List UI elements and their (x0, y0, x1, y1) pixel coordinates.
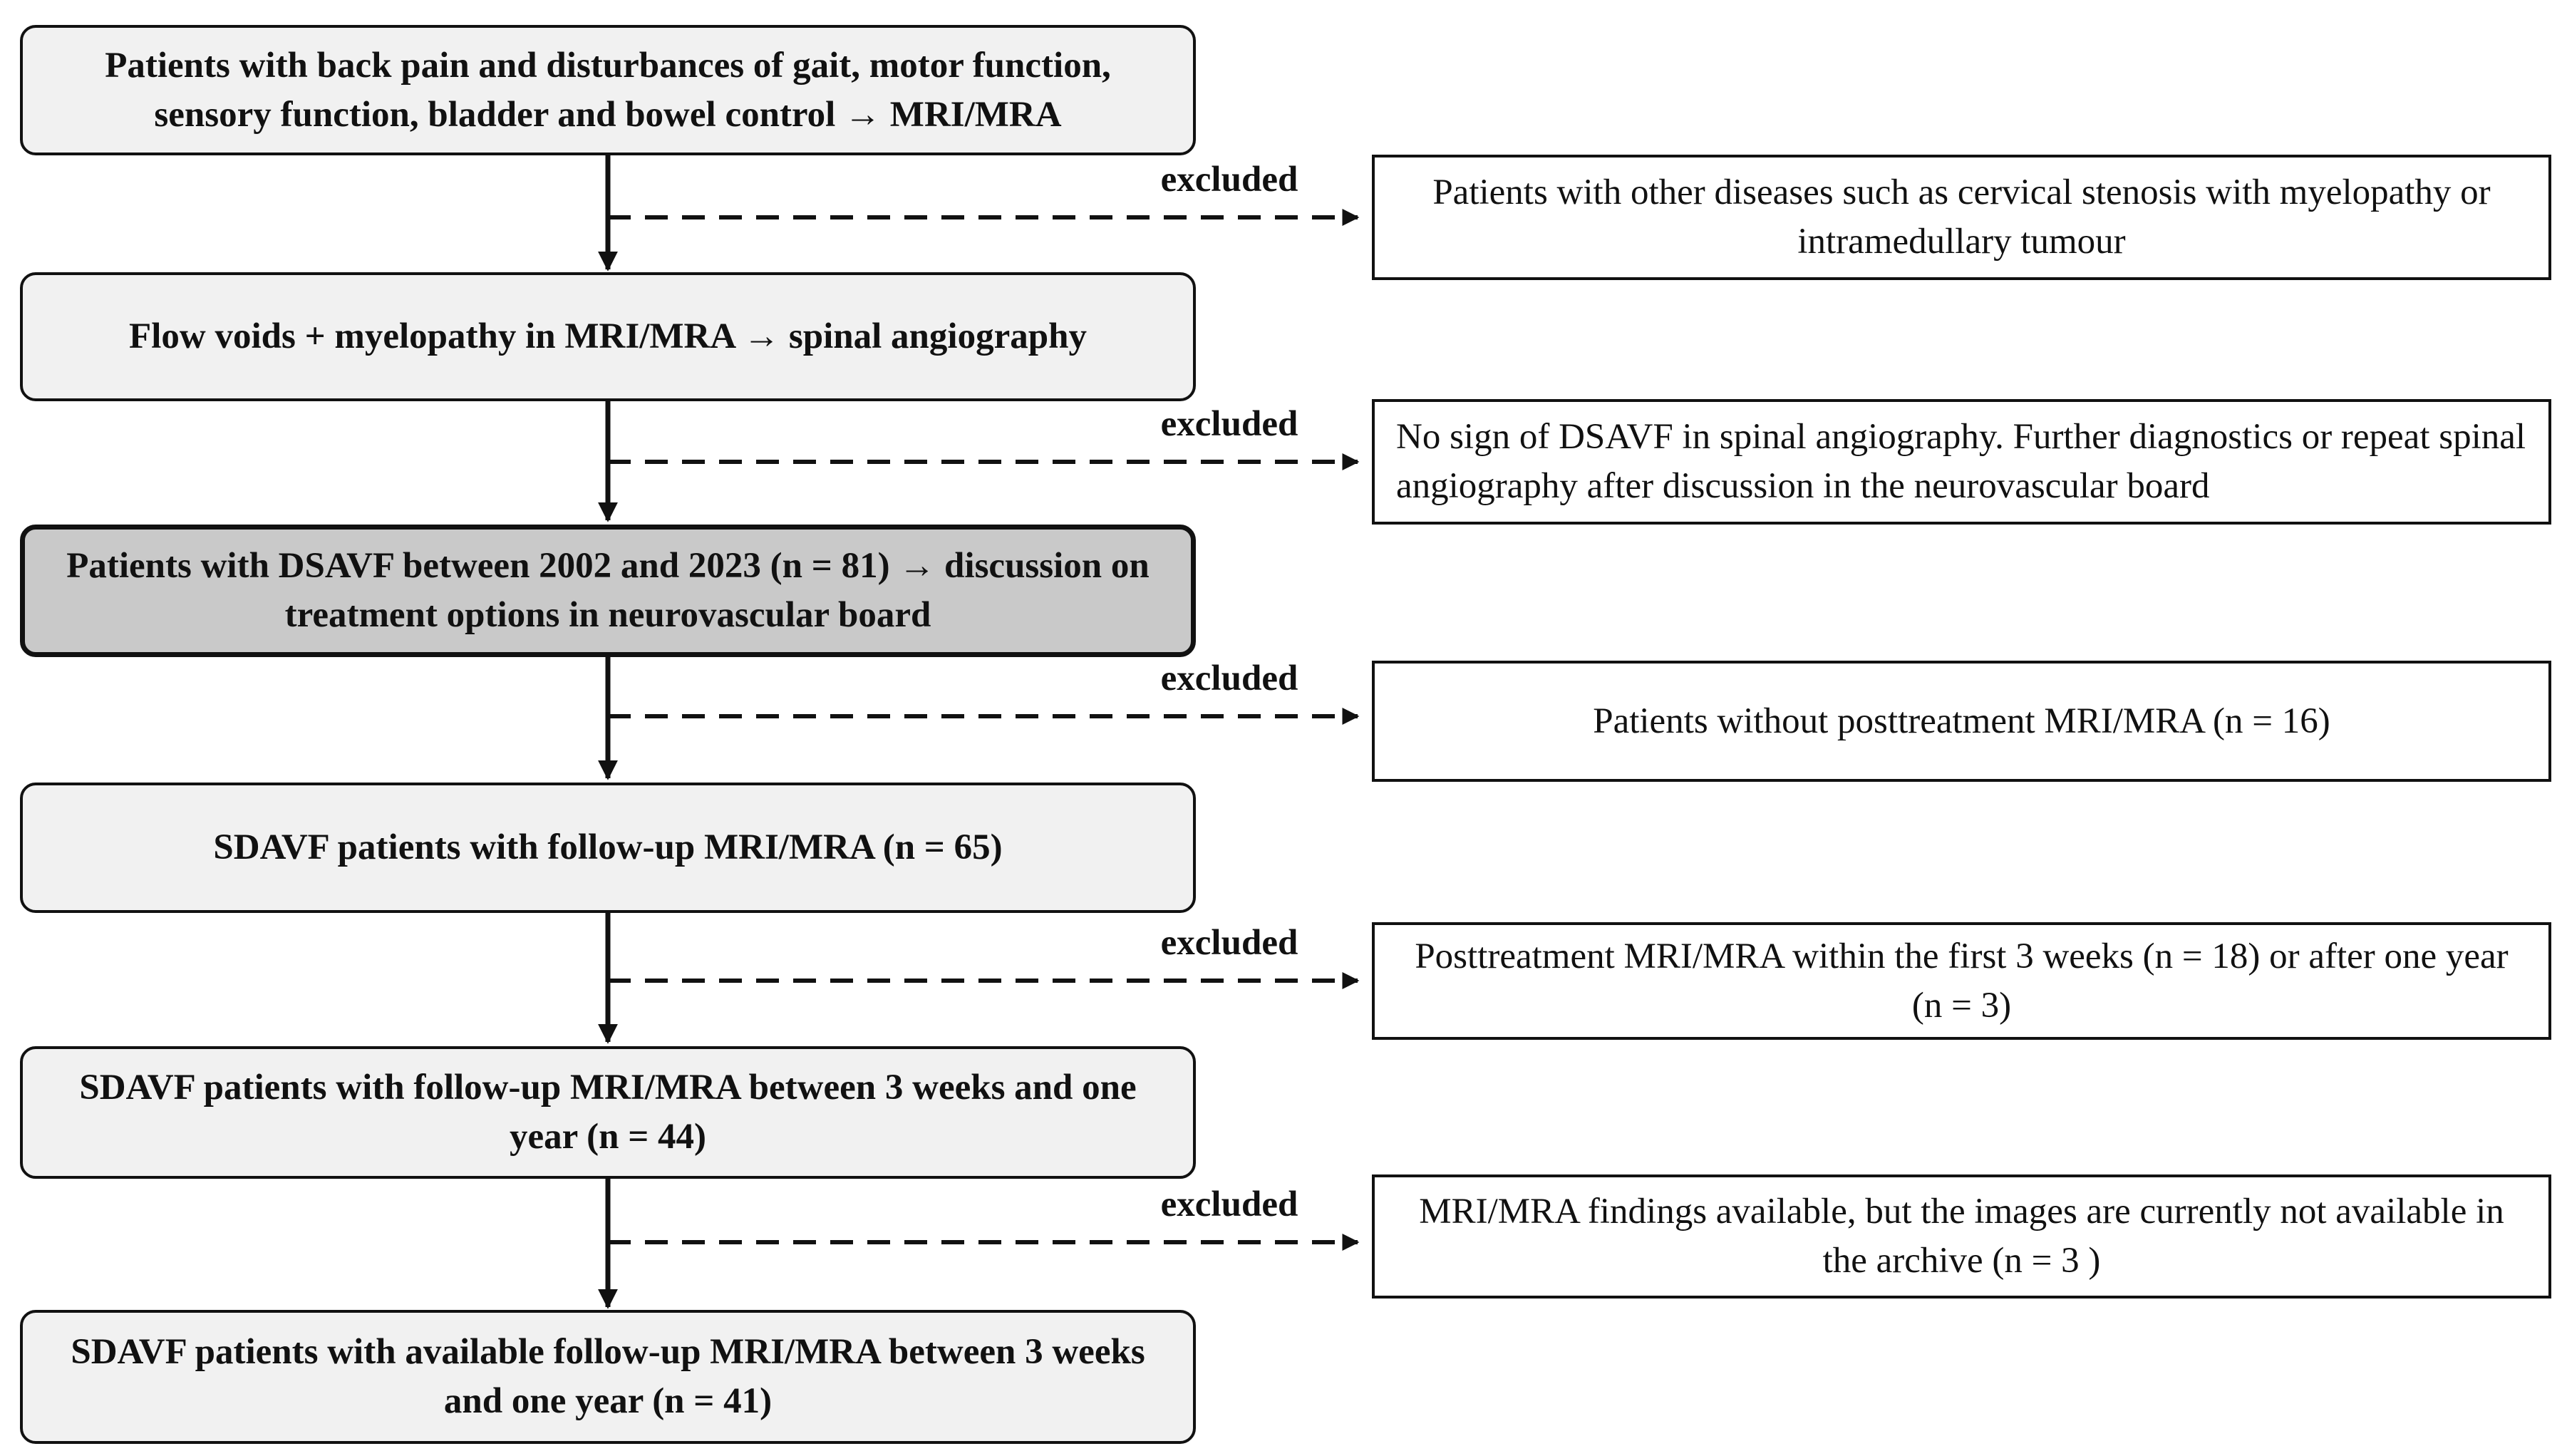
excluded-label-3: excluded (1160, 659, 1298, 698)
step-text: SDAVF patients with follow-up MRI/MRA (n… (213, 827, 1003, 867)
step-text: Flow voids + myelopathy in MRI/MRA → spi… (129, 316, 1087, 356)
exclusion-box-timing: Posttreatment MRI/MRA within the first 3… (1372, 922, 2551, 1040)
step-box-flow-voids: Flow voids + myelopathy in MRI/MRA → spi… (20, 272, 1196, 401)
excluded-label-1: excluded (1160, 160, 1298, 200)
step-text: SDAVF patients with follow-up MRI/MRA be… (79, 1068, 1137, 1157)
step-text: Patients with back pain and disturbances… (105, 45, 1111, 135)
step-box-follow-up: SDAVF patients with follow-up MRI/MRA (n… (20, 783, 1196, 913)
step-box-dsavf-patients: Patients with DSAVF between 2002 and 202… (20, 525, 1196, 657)
exclusion-box-other-diseases: Patients with other diseases such as cer… (1372, 155, 2551, 280)
exclusion-text: No sign of DSAVF in spinal angiography. … (1396, 417, 2526, 506)
exclusion-box-no-posttreatment-mri: Patients without posttreatment MRI/MRA (… (1372, 661, 2551, 782)
exclusion-text: Patients without posttreatment MRI/MRA (… (1593, 701, 2330, 741)
step-box-final-cohort: SDAVF patients with available follow-up … (20, 1310, 1196, 1444)
exclusion-text: MRI/MRA findings available, but the imag… (1419, 1192, 2504, 1281)
step-text: SDAVF patients with available follow-up … (71, 1332, 1145, 1421)
excluded-label-5: excluded (1160, 1184, 1298, 1224)
step-box-initial-patients: Patients with back pain and disturbances… (20, 25, 1196, 155)
exclusion-text: Patients with other diseases such as cer… (1432, 172, 2491, 262)
exclusion-text: Posttreatment MRI/MRA within the first 3… (1415, 936, 2509, 1026)
exclusion-box-no-dsavf: No sign of DSAVF in spinal angiography. … (1372, 399, 2551, 525)
excluded-label-4: excluded (1160, 923, 1298, 963)
exclusion-box-images-unavailable: MRI/MRA findings available, but the imag… (1372, 1174, 2551, 1298)
step-text: Patients with DSAVF between 2002 and 202… (66, 546, 1150, 635)
excluded-label-2: excluded (1160, 404, 1298, 444)
step-box-follow-up-window: SDAVF patients with follow-up MRI/MRA be… (20, 1046, 1196, 1179)
